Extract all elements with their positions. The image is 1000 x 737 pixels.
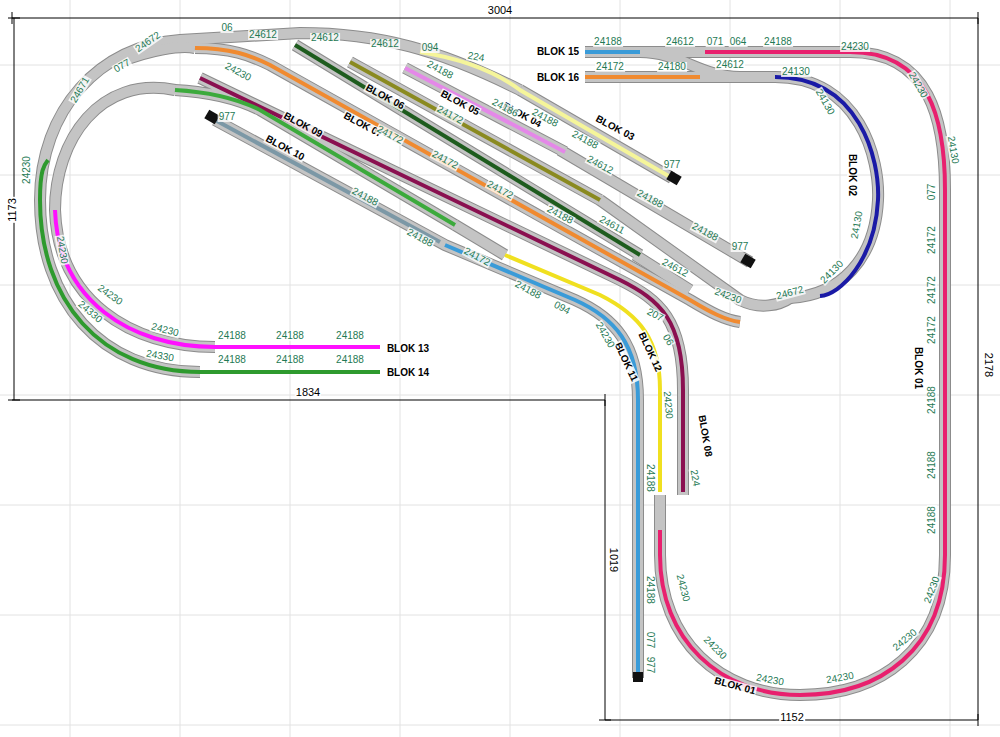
track-part-number: 24188 [927, 505, 937, 535]
block-label: BLOK 08 [696, 413, 714, 458]
track-part-number: 24180 [657, 62, 687, 72]
buffer-stop [633, 672, 643, 682]
dimension-line [978, 18, 979, 720]
buffer-stops [204, 110, 755, 682]
track-part-number: 24612 [665, 37, 695, 47]
track-bed [175, 45, 740, 495]
track-part-number: 24188 [763, 37, 793, 47]
block-track [585, 50, 640, 54]
buffer-stop [740, 254, 755, 269]
track-part-number: 24172 [595, 62, 625, 72]
track-part-number: 24172 [927, 225, 937, 255]
grid-lines [70, 0, 950, 737]
track-part-number: 24230 [54, 234, 69, 265]
track-part-number: 24230 [662, 390, 675, 421]
track-bed [775, 77, 878, 298]
block-track [445, 245, 638, 672]
block-label: BLOK 16 [536, 73, 580, 83]
track-part-number: 24671 [68, 75, 92, 106]
dimension-label: 3004 [487, 5, 513, 16]
block-track [40, 160, 380, 372]
track-part-number: 977 [663, 160, 682, 170]
block-track [175, 90, 455, 225]
dimension-label: 1173 [7, 197, 18, 223]
dimension-label: 1019 [608, 547, 619, 573]
block-label: BLOK 14 [386, 368, 430, 378]
track-part-number: 24188 [645, 575, 655, 605]
track-part-number: 24188 [335, 355, 365, 365]
track-part-number: 977 [731, 242, 750, 252]
track-part-number: 06 [220, 23, 233, 33]
track-part-number: 977 [218, 112, 237, 122]
track-bed [775, 77, 878, 298]
track-part-number: 24188 [927, 385, 937, 415]
track-bed [660, 52, 945, 695]
track-bed [55, 88, 215, 347]
track-part-number: 24188 [217, 355, 247, 365]
block-track [585, 75, 700, 79]
track-part-number: 24172 [927, 275, 937, 305]
track-part-number: 24188 [335, 331, 365, 341]
block-label: BLOK 13 [386, 344, 430, 354]
track-part-number: 24188 [275, 355, 305, 365]
block-track [200, 78, 683, 492]
track-part-number: 24188 [927, 450, 937, 480]
track-part-number: 24230 [840, 42, 870, 52]
buffer-stop [666, 171, 681, 186]
track-part-number: 24612 [715, 60, 745, 70]
track-part-number: 24612 [248, 30, 278, 40]
track-part-number: 24188 [275, 331, 305, 341]
block-track [660, 52, 945, 695]
block-track [350, 62, 600, 200]
block-track [195, 48, 740, 322]
block-label: BLOK 01 [913, 346, 923, 390]
block-track [55, 210, 380, 347]
track-part-number: 24130 [781, 67, 811, 77]
dimension-label: 1834 [295, 387, 321, 398]
track-bed-fill [40, 33, 945, 695]
track-part-number: 24612 [310, 33, 340, 43]
track-part-number: 24188 [593, 37, 623, 47]
block-track [420, 52, 672, 178]
dimension-label: 1152 [779, 712, 805, 723]
dimension-lines [8, 12, 978, 726]
track-part-number: 24230 [22, 155, 32, 185]
block-sections [40, 45, 945, 695]
track-part-number: 24130 [849, 209, 864, 240]
track-part-number: 224 [688, 468, 701, 488]
track-part-number: 24188 [217, 331, 247, 341]
track-part-number: 24230 [712, 286, 743, 306]
dimension-label: 2178 [983, 352, 994, 378]
block-label: BLOK 02 [847, 153, 857, 197]
track-part-number: 24230 [222, 61, 253, 84]
block-track [775, 77, 878, 296]
track-part-number: 24172 [927, 315, 937, 345]
block-label: BLOK 15 [536, 47, 580, 57]
track-bed [120, 47, 195, 62]
track-part-number: 977 [645, 656, 655, 675]
track-bed [55, 88, 215, 347]
track-part-number: 24188 [645, 463, 655, 493]
track-part-number: 094 [421, 43, 440, 53]
track-part-number: 24230 [674, 572, 691, 603]
track-part-number: 071 [706, 37, 725, 47]
track-part-number: 064 [729, 37, 748, 47]
track-part-number: 077 [927, 183, 937, 202]
track-bed [660, 52, 945, 695]
track-part-number: 077 [645, 631, 655, 650]
track-bed-outline [40, 33, 945, 695]
track-part-number: 24612 [370, 39, 400, 49]
